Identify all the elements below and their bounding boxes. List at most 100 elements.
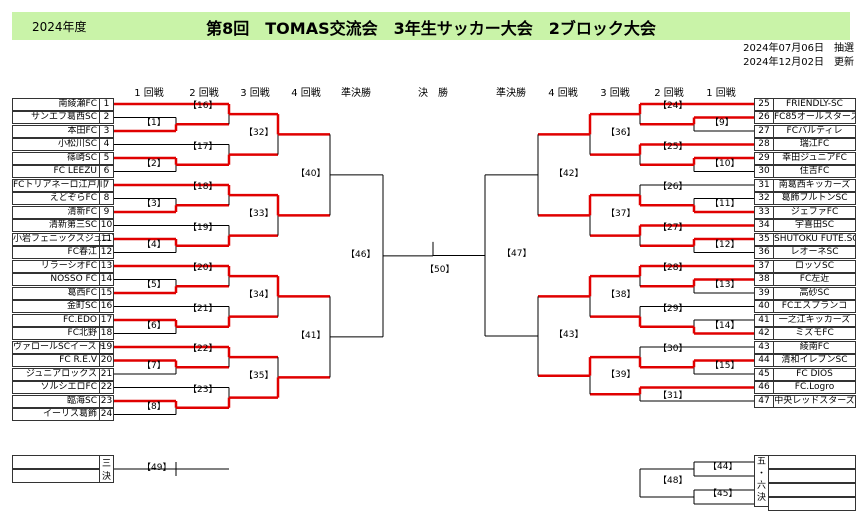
- match-label-43: 【43】: [554, 330, 584, 341]
- team-name: FC左近: [799, 274, 830, 284]
- team-number: 35: [755, 233, 774, 245]
- match-label-34: 【34】: [244, 290, 274, 301]
- match-label-42: 【42】: [554, 168, 584, 179]
- match-label-36: 【36】: [606, 128, 636, 139]
- match-label-39: 【39】: [606, 369, 636, 380]
- match-label-46: 【46】: [346, 249, 376, 260]
- team-number: 33: [755, 206, 774, 218]
- team-number: 31: [755, 179, 774, 191]
- match-label-14: 【14】: [710, 320, 740, 331]
- team-number: 34: [755, 220, 774, 231]
- team-number: 43: [755, 341, 774, 353]
- team-number: 10: [99, 220, 113, 231]
- round-label-right-2: 2 回戦: [654, 88, 684, 99]
- team-number: 25: [755, 98, 774, 110]
- third-place-box: 三 決: [99, 455, 114, 483]
- round-label-left-2: 2 回戦: [189, 88, 219, 99]
- match-label-26: 【26】: [658, 182, 688, 193]
- round-label-left-5: 準決勝: [341, 88, 371, 99]
- team-number: 4: [99, 139, 113, 150]
- team-number: 46: [755, 382, 774, 393]
- match-label-38: 【38】: [606, 290, 636, 301]
- header-bar: 2024年度 第8回 TOMAS交流会 3年生サッカー大会 2ブロック大会: [12, 12, 850, 40]
- match-label-12: 【12】: [710, 239, 740, 250]
- team-number: 14: [99, 274, 113, 285]
- team-name: えどぞらFC: [49, 193, 97, 203]
- team-name: 清新FC: [67, 206, 97, 217]
- team-number: 18: [99, 328, 113, 339]
- round-label-right-5: 準決勝: [496, 88, 526, 99]
- team-name: 臨海SC: [67, 395, 97, 406]
- team-number: 38: [755, 274, 774, 285]
- team-number: 44: [755, 355, 774, 366]
- team-name: 南葛西キッカーズ: [778, 179, 851, 190]
- third-place-char-1: 三: [101, 459, 111, 469]
- season-year: 2024年度: [32, 20, 87, 34]
- team-name: 南綾瀬FC: [58, 98, 97, 109]
- team-number: 8: [99, 193, 113, 204]
- team-name: 小岩フェニックスジュニア: [13, 233, 114, 244]
- match-label-48: 【48】: [658, 476, 688, 486]
- match-label-8: 【8】: [142, 401, 166, 412]
- team-number: 40: [755, 301, 774, 312]
- team-number: 1: [99, 98, 113, 110]
- team-name: 葛西FC: [67, 287, 97, 298]
- team-name: FC85オールスターズ: [774, 112, 856, 122]
- team-name: 清新第三SC: [49, 220, 97, 230]
- date-info: 2024年07月06日 抽選 2024年12月02日 更新: [743, 42, 854, 70]
- team-name: 本田FC: [67, 125, 97, 136]
- match-label-11: 【11】: [710, 199, 740, 210]
- team-number: 3: [99, 125, 113, 137]
- match-label-3: 【3】: [142, 199, 166, 210]
- match-label-47: 【47】: [502, 249, 532, 260]
- team-name: ヴァロールSCイースト: [13, 341, 106, 352]
- team-row: 南葛西キッカーズ 31: [754, 178, 856, 192]
- round-label-left-3: 3 回戦: [240, 88, 270, 99]
- team-number: 20: [99, 355, 113, 366]
- match-label-24: 【24】: [658, 101, 688, 112]
- team-name: FC春江: [67, 247, 97, 257]
- page-title: 第8回 TOMAS交流会 3年生サッカー大会 2ブロック大会: [206, 19, 656, 38]
- team-name: 高砂SC: [799, 287, 830, 298]
- team-number: 32: [755, 193, 774, 204]
- match-label-6: 【6】: [142, 320, 166, 331]
- team-name: ソルシエロFC: [40, 382, 97, 392]
- match-label-19: 【19】: [188, 222, 218, 233]
- match-label-25: 【25】: [658, 141, 688, 152]
- match-label-44: 【44】: [708, 462, 738, 472]
- team-number: 7: [99, 179, 113, 191]
- team-name: 宇喜田SC: [795, 220, 834, 230]
- match-label-37: 【37】: [606, 209, 636, 220]
- fifth-place-box: 五 ・ 六 決: [754, 455, 769, 507]
- team-name: 金町SC: [67, 301, 97, 311]
- team-number: 2: [99, 112, 113, 123]
- team-name: FC.Logro: [794, 382, 835, 392]
- team-number: 5: [99, 152, 113, 164]
- team-name: FC北野: [67, 328, 97, 338]
- team-name: 一之江キッカーズ: [778, 314, 851, 325]
